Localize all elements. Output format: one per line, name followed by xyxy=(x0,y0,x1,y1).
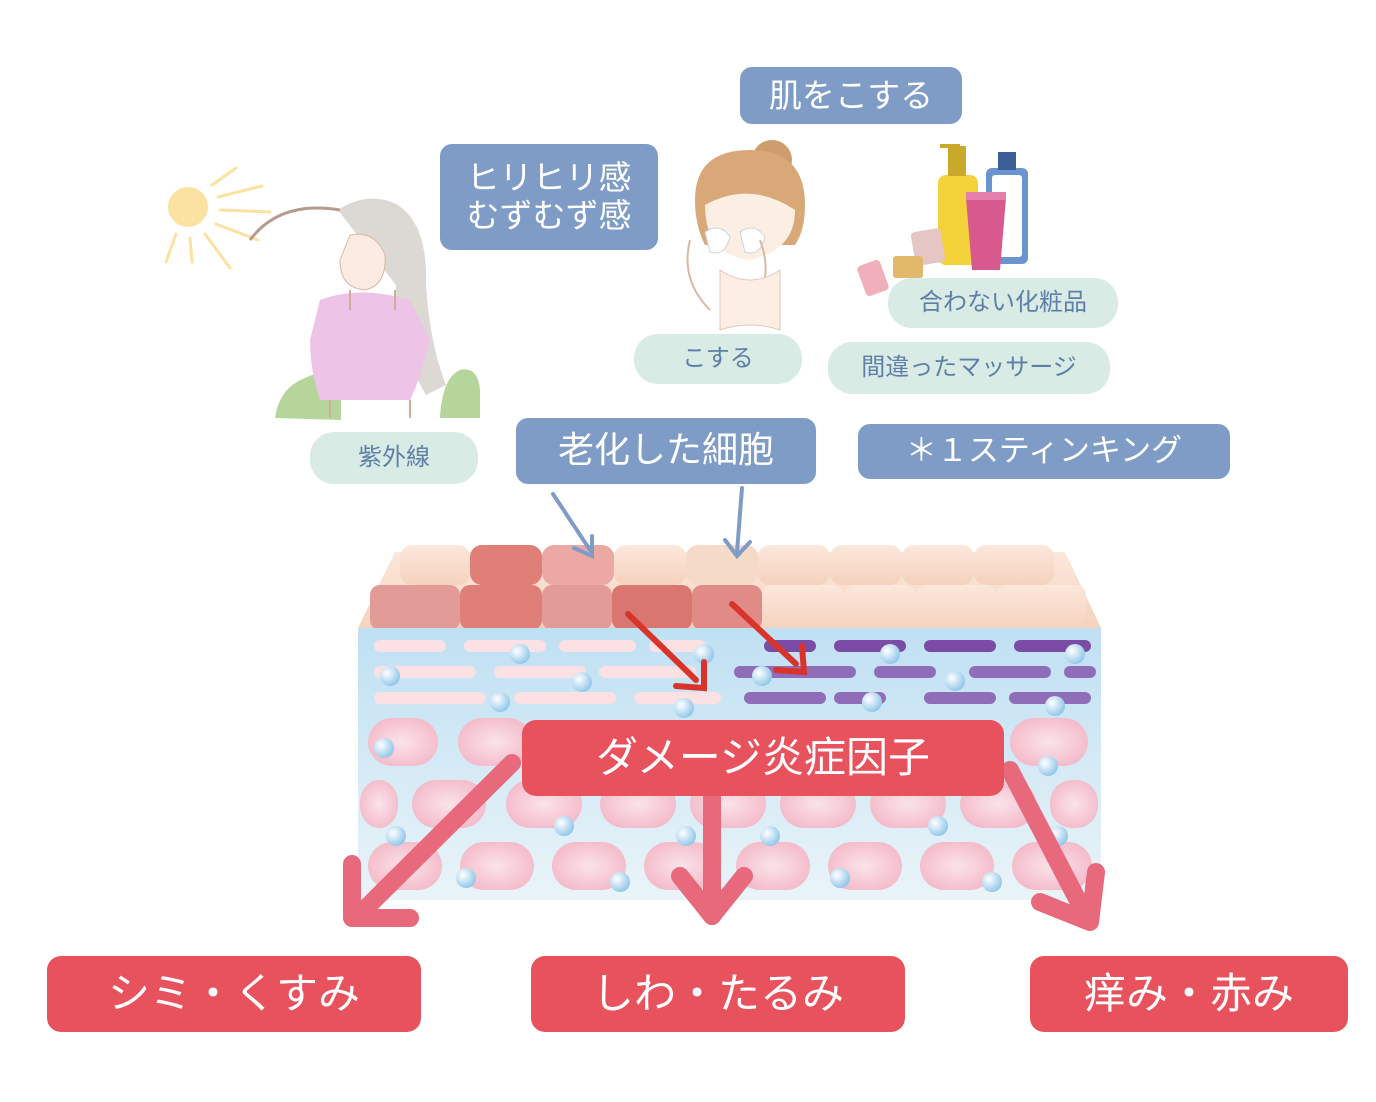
tingling-line-2: むずむず感 xyxy=(466,196,632,235)
cosmetics-illustration xyxy=(857,144,1028,297)
woman-sun-illustration xyxy=(248,198,480,420)
inflammation-arrows xyxy=(625,601,808,692)
tingling-line-1: ヒリヒリ感 xyxy=(466,158,632,198)
rub-skin-label: 肌をこする xyxy=(740,67,962,124)
damage-factor-label: ダメージ炎症因子 xyxy=(522,720,1004,796)
outcome-arrows xyxy=(343,754,1105,931)
outcome-itch-label: 痒み・赤み xyxy=(1030,956,1348,1032)
uv-label: 紫外線 xyxy=(310,432,478,484)
unsuitable-cosmetics-label: 合わない化粧品 xyxy=(888,278,1118,328)
tingling-label: ヒリヒリ感 むずむず感 xyxy=(440,144,658,250)
aged-cells-label: 老化した細胞 xyxy=(516,418,816,484)
outcome-wrinkles-label: しわ・たるみ xyxy=(531,956,905,1032)
outcome-spots-label: シミ・くすみ xyxy=(47,956,421,1032)
aged-cells-arrows xyxy=(551,486,752,560)
rubbing-label: こする xyxy=(634,334,802,384)
sun-icon xyxy=(164,166,272,270)
woman-washing-face-illustration xyxy=(686,140,805,331)
stinging-label: ＊１スティンキング xyxy=(858,424,1230,479)
wrong-massage-label: 間違ったマッサージ xyxy=(828,342,1110,394)
